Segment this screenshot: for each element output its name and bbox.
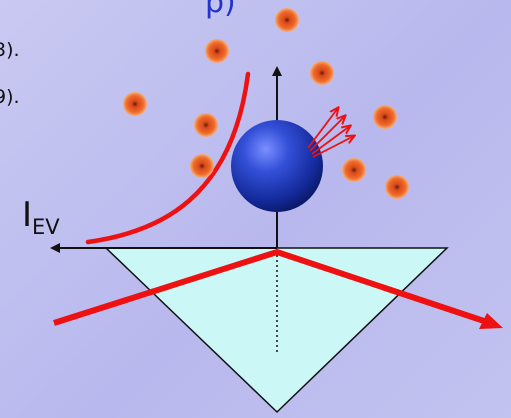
particle (310, 61, 334, 85)
blue-sphere (231, 120, 323, 212)
particle (205, 39, 229, 63)
particle (190, 154, 214, 178)
scattered-light-arrows (307, 108, 354, 158)
particle (123, 92, 147, 116)
intensity-symbol: I (22, 195, 32, 235)
scatter-ray (309, 116, 345, 152)
particle (275, 8, 299, 32)
text-fragment-2: 9). (0, 86, 20, 108)
laser-arrowhead (479, 313, 503, 329)
particle (194, 113, 218, 137)
evanescent-decay-curve (85, 71, 251, 245)
scatter-ray (311, 126, 350, 155)
title-fragment: p) (205, 0, 236, 20)
particle (373, 105, 397, 129)
text-fragment-1: 3). (0, 39, 20, 61)
scatter-ray (312, 136, 354, 158)
particle (342, 158, 366, 182)
particle (385, 175, 409, 199)
laser-beam (53, 248, 491, 326)
intensity-label: IEV (22, 195, 60, 239)
particle-cloud (123, 8, 409, 199)
scatter-ray (307, 108, 338, 149)
intensity-subscript: EV (32, 215, 60, 239)
